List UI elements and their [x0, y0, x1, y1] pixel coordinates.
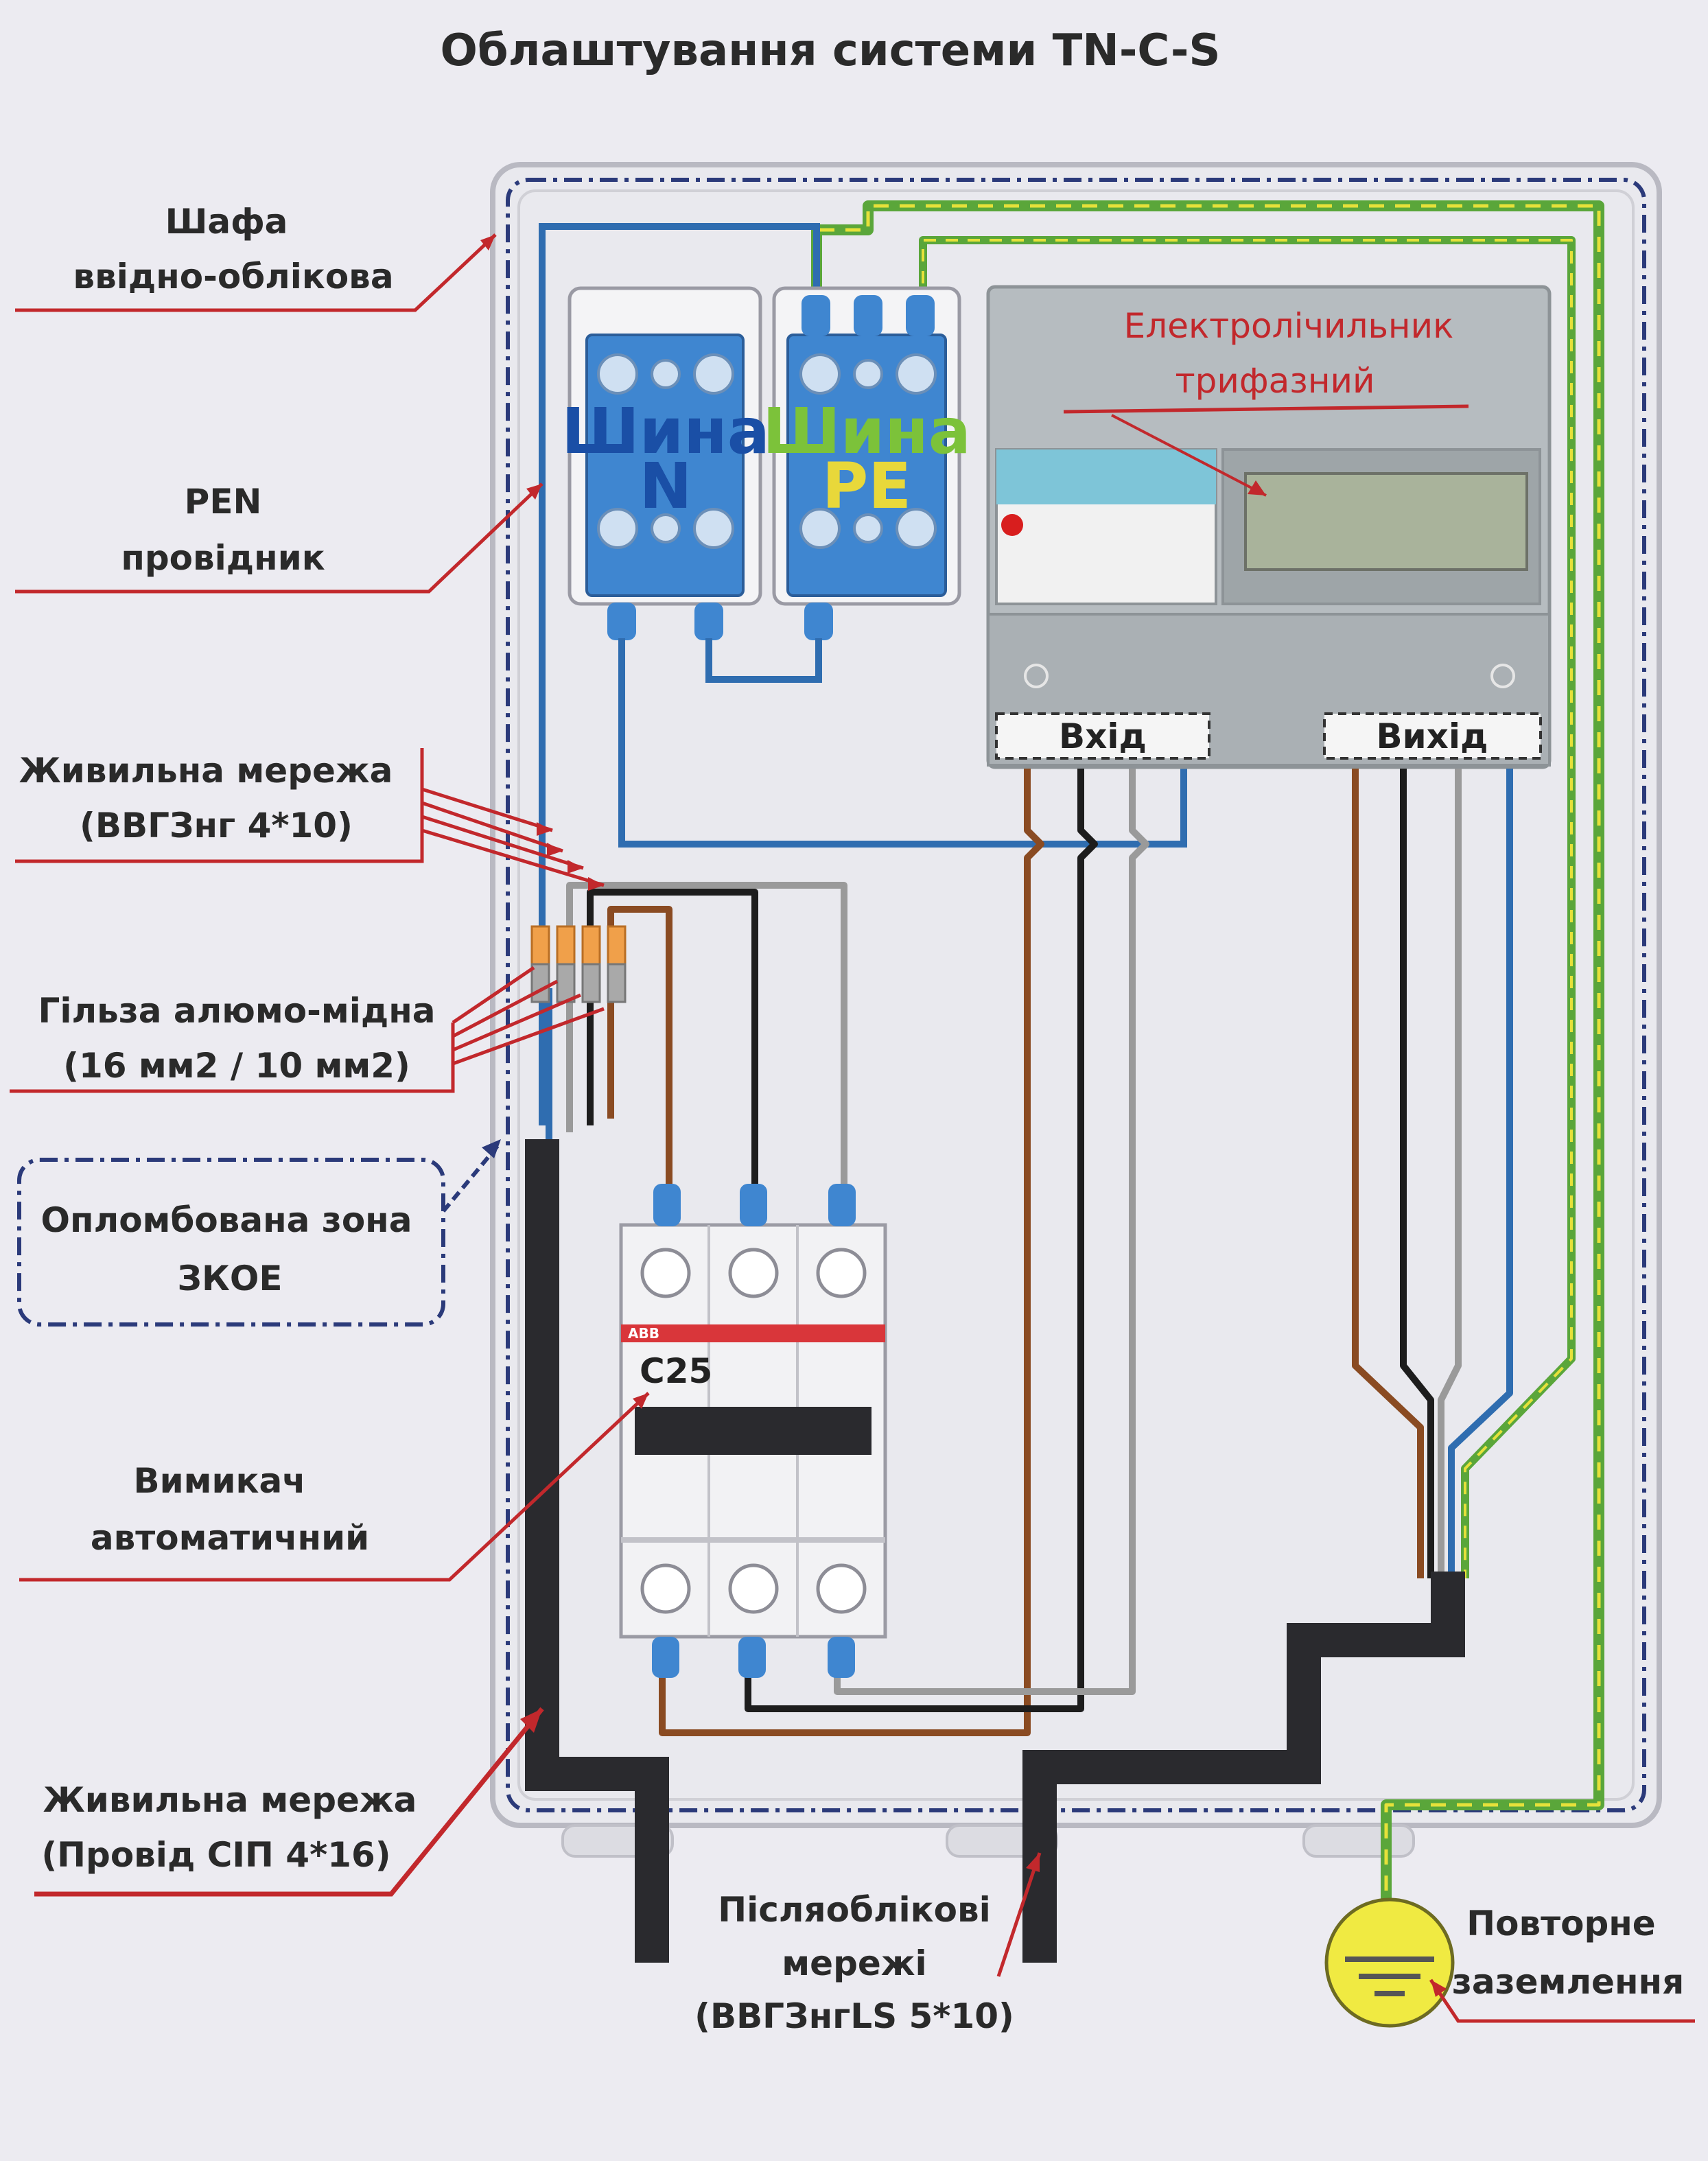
sealed-zone-box [17, 1158, 445, 1327]
bus-n-word: Шина [561, 395, 770, 468]
bus-pe-word: Шина [762, 395, 971, 468]
meter-input-wires [659, 769, 1149, 1736]
circuit-breaker: ABB C25 [619, 1184, 887, 1678]
label-sleeve-1: Гільза алюмо-мідна [38, 991, 435, 1031]
breaker-rating: C25 [640, 1351, 712, 1391]
sip-cable [525, 1139, 669, 1963]
meter-input-label: Вхід [1059, 716, 1147, 756]
label-supply-1: Живильна мережа [19, 751, 393, 791]
side-labels: Шафа ввідно-облікова PEN провідник Живил… [19, 202, 1685, 2036]
electricity-meter: Електролічильник трифазний Вхід Вихід [986, 285, 1552, 769]
earth-symbol [1324, 1897, 1455, 2028]
bus-pe-letters: PE [822, 449, 911, 523]
label-cabinet-1: Шафа [165, 202, 288, 242]
label-pen-1: PEN [185, 482, 262, 522]
annotation-leaders [10, 233, 1695, 2023]
pe-conductors [811, 200, 1604, 1976]
label-pen-2: провідник [121, 538, 325, 578]
label-sip-2: (Провід СІП 4*16) [41, 1835, 390, 1875]
bus-n: Шина N [561, 286, 770, 640]
bus-wiring [618, 638, 1187, 848]
label-sealed-2: ЗКОЕ [177, 1259, 282, 1298]
meter-output-wires [1352, 769, 1513, 1578]
meter-title-line2: трифазний [1175, 361, 1374, 401]
label-cabinet-2: ввідно-облікова [73, 257, 393, 296]
diagram-title: Облаштування системи TN-C-S [441, 25, 1221, 76]
label-breaker-2: автоматичний [91, 1518, 369, 1558]
supply-wires [546, 882, 847, 1198]
pen-wire [539, 223, 820, 1125]
label-outgoing-2: мережі [782, 1943, 926, 1983]
annotation-arrowheads [480, 235, 1447, 1997]
bus-n-letter: N [640, 449, 692, 523]
sealed-zone-pointer [441, 1145, 500, 1213]
meter-title-line1: Електролічильник [1124, 306, 1454, 346]
label-outgoing-1: Післяоблікові [718, 1890, 990, 1930]
sleeves [530, 925, 627, 1003]
label-sealed-1: Опломбована зона [41, 1200, 412, 1240]
label-supply-2: (ВВГЗнг 4*10) [80, 806, 353, 845]
sealed-zone-arrowhead [482, 1139, 501, 1158]
label-sip-1: Живильна мережа [43, 1780, 417, 1820]
meter-output-label: Вихід [1377, 716, 1488, 756]
breaker-brand: ABB [628, 1325, 659, 1342]
label-earthing-2: заземлення [1452, 1962, 1684, 2002]
bus-pe: Шина PE [762, 286, 971, 640]
label-earthing-1: Повторне [1466, 1904, 1655, 1943]
outgoing-cable [1022, 1572, 1465, 1963]
label-sleeve-2: (16 мм2 / 10 мм2) [63, 1046, 410, 1086]
label-breaker-1: Вимикач [133, 1461, 305, 1501]
label-outgoing-3: (ВВГЗнгLS 5*10) [694, 1996, 1014, 2036]
